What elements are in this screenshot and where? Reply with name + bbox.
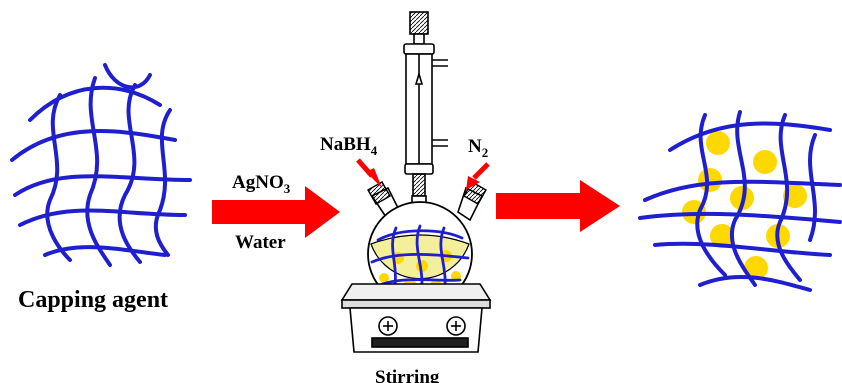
nabh4-arrow-icon bbox=[356, 158, 382, 188]
n2-subscript: 2 bbox=[482, 145, 489, 160]
water-label: Water bbox=[235, 232, 286, 253]
condenser-icon bbox=[403, 11, 448, 197]
n2-arrow-icon bbox=[466, 162, 490, 190]
capping-agent-network-icon bbox=[10, 63, 192, 267]
reagent-label: AgNO3 bbox=[232, 172, 291, 196]
loaded-network-icon bbox=[638, 110, 842, 292]
capping-agent-label: Capping agent bbox=[18, 287, 168, 313]
arrow-right-icon bbox=[496, 180, 620, 232]
flask-icon bbox=[367, 181, 487, 307]
stirrer-icon bbox=[340, 283, 492, 353]
nabh4-label: NaBH4 bbox=[320, 134, 378, 158]
n2-label: N2 bbox=[468, 136, 488, 160]
svg-text:AgNO3: AgNO3 bbox=[232, 172, 291, 196]
arrow-right-icon bbox=[212, 186, 340, 238]
agno3-label: AgNO bbox=[232, 172, 284, 193]
nabh4-subscript: 4 bbox=[371, 143, 378, 158]
stirring-label: Stirring bbox=[375, 367, 440, 383]
agno3-subscript: 3 bbox=[284, 181, 291, 196]
